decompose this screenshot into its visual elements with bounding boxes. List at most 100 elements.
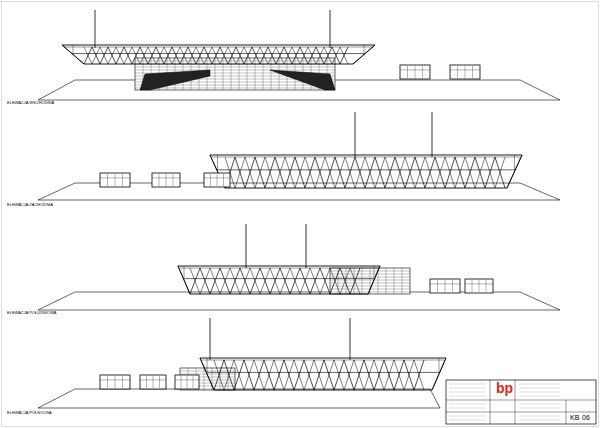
mullion	[115, 174, 116, 186]
facade-line	[247, 58, 248, 90]
ground-plane	[38, 389, 440, 408]
mullion	[217, 174, 218, 186]
truss-diagonals	[214, 360, 424, 390]
truss-chord	[64, 47, 373, 48]
facade-line	[362, 268, 363, 294]
transom	[400, 69, 430, 70]
transom	[175, 379, 199, 380]
transom	[204, 177, 230, 178]
facade-line	[180, 371, 235, 372]
lighting-mast	[330, 10, 331, 48]
truss-end	[374, 266, 375, 279]
stand-facade	[135, 58, 335, 90]
truss-chord	[212, 157, 520, 158]
truss-chord	[206, 372, 439, 373]
transom	[465, 283, 493, 284]
truss-end	[73, 45, 74, 54]
truss-diagonals	[214, 360, 424, 390]
truss-end	[200, 358, 214, 390]
south-elevation	[38, 224, 560, 310]
facade-line	[239, 58, 240, 90]
title-text-line	[519, 392, 560, 393]
mullion	[479, 280, 480, 292]
facade-line	[402, 268, 403, 294]
transom	[100, 177, 130, 178]
stair-ramp	[140, 70, 210, 90]
mullion	[452, 280, 453, 292]
mullion	[181, 376, 182, 388]
mullion	[122, 174, 123, 186]
title-text-line	[519, 416, 560, 417]
facade-line	[263, 58, 264, 90]
elevation-title: ELEWACJA ZACHODNIA	[6, 203, 54, 207]
facade-line	[386, 268, 387, 294]
mullion	[223, 174, 224, 186]
truss-end	[217, 155, 218, 170]
roof-truss	[62, 45, 375, 64]
title-text-line	[449, 408, 486, 409]
title-text-line	[519, 396, 560, 397]
title-text-line	[449, 392, 486, 393]
stair-ramp	[270, 70, 335, 90]
mullion	[153, 376, 154, 388]
facade-line	[346, 268, 347, 294]
ancillary-building	[450, 65, 480, 79]
roof-truss	[200, 358, 446, 390]
lighting-mast	[355, 112, 356, 157]
title-text-line	[519, 384, 560, 385]
roof-truss	[178, 266, 380, 294]
mullion	[472, 66, 473, 78]
elevation-title: ELEWACJA POŁUDNIOWA	[6, 311, 58, 315]
facade-line	[135, 88, 335, 89]
mullion	[159, 376, 160, 388]
mullion	[107, 376, 108, 388]
mullion	[122, 376, 123, 388]
ancillary-building	[100, 173, 130, 187]
title-block	[446, 380, 596, 424]
north-elevation	[38, 318, 446, 408]
mullion	[193, 376, 194, 388]
transom	[100, 379, 130, 380]
title-grid	[515, 380, 516, 424]
truss-end	[184, 266, 185, 279]
title-grid	[446, 400, 596, 401]
facade-line	[231, 58, 232, 90]
mullion	[146, 376, 147, 388]
title-text-line	[449, 384, 486, 385]
mullion	[437, 280, 438, 292]
mullion	[486, 280, 487, 292]
mullion	[407, 66, 408, 78]
truss-end	[364, 45, 365, 54]
facade-line	[135, 67, 335, 68]
truss-end	[432, 358, 446, 390]
lighting-mast	[350, 318, 351, 360]
facade-line	[223, 58, 224, 90]
truss-end	[507, 155, 522, 188]
mullion	[415, 66, 416, 78]
mullion	[465, 66, 466, 78]
title-grid	[446, 412, 596, 413]
facade-line	[394, 268, 395, 294]
mullion	[173, 174, 174, 186]
facade-line	[204, 368, 205, 390]
truss-end	[514, 155, 515, 170]
facade-line	[354, 268, 355, 294]
company-logo: bp	[495, 381, 514, 395]
title-text-line	[519, 388, 560, 389]
ground-plane	[38, 292, 560, 310]
transom	[152, 177, 180, 178]
facade-line	[255, 58, 256, 90]
truss-diagonals	[84, 47, 348, 64]
title-text-line	[449, 420, 486, 421]
truss-end	[368, 266, 380, 294]
facade-line	[215, 58, 216, 90]
truss-chord	[202, 360, 444, 361]
facade-line	[271, 58, 272, 90]
truss-end	[178, 266, 190, 294]
truss-diagonals	[225, 157, 505, 188]
title-grid	[490, 380, 491, 424]
elevation-title: ELEWACJA PÓŁNOCNA	[6, 411, 53, 415]
facade-line	[135, 70, 335, 71]
truss-diagonals	[225, 157, 505, 188]
